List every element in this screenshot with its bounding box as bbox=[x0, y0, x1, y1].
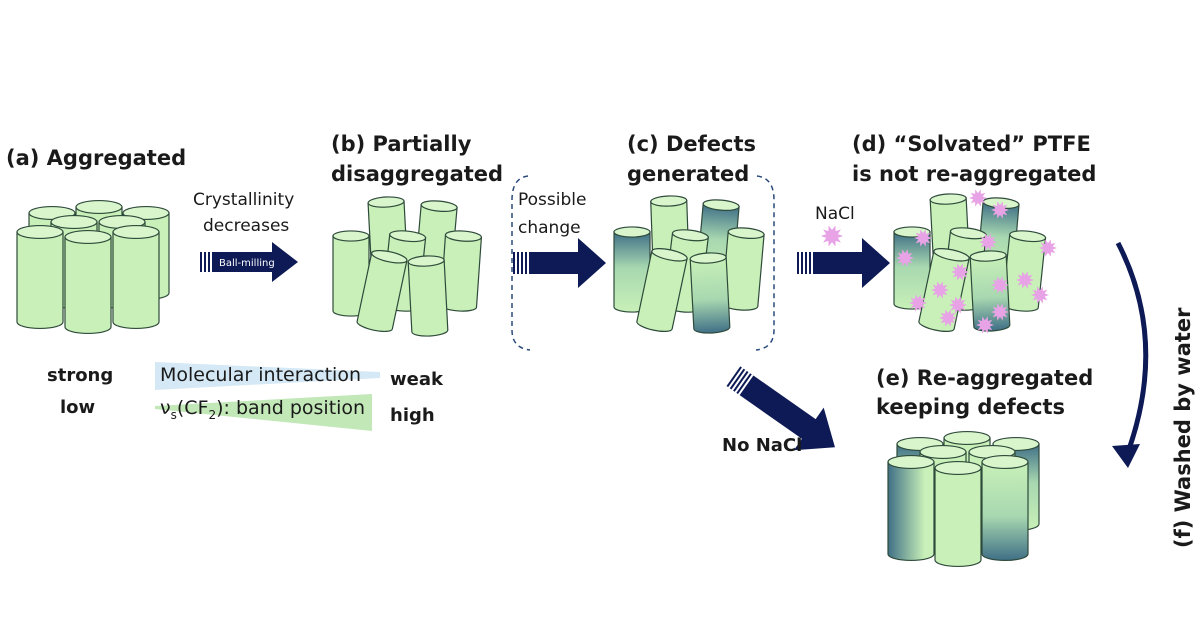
nacl-star-10 bbox=[1031, 286, 1049, 304]
panel-d-title-line2: is not re-aggregated bbox=[852, 162, 1096, 186]
legend-row2-right: high bbox=[390, 405, 435, 426]
nacl-star-15 bbox=[939, 309, 957, 327]
legend-row1-right: weak bbox=[390, 369, 444, 390]
cylinder-b-6 bbox=[407, 255, 449, 337]
cylinder-a-front-1 bbox=[64, 229, 112, 335]
panel-a-title: (a) Aggregated bbox=[6, 146, 186, 170]
cylinder-a-front-2 bbox=[112, 224, 160, 330]
nacl-star-0 bbox=[969, 189, 987, 207]
panel-b-title-line1: (b) Partially bbox=[331, 132, 472, 156]
arrow-bc-stripes bbox=[513, 252, 527, 274]
arrow-ce-stripes bbox=[726, 366, 752, 395]
arrow-ab-label-line1: Crystallinity bbox=[193, 190, 294, 210]
cylinder-a-front-0 bbox=[16, 224, 64, 330]
legend-row2-left: low bbox=[60, 397, 95, 418]
cylinder-c-5 bbox=[636, 247, 688, 332]
cylinder-e-front-0 bbox=[887, 454, 935, 562]
cylinder-e-front-2 bbox=[981, 454, 1029, 562]
panel-e-title-line2: keeping defects bbox=[876, 395, 1065, 419]
arrow-f-curve bbox=[1115, 241, 1149, 453]
panel-c-title-line2: generated bbox=[627, 162, 749, 186]
arrow-cd-stripes bbox=[797, 252, 811, 274]
arrow-bc-label-line2: change bbox=[518, 218, 581, 238]
arrow-f-head bbox=[1112, 444, 1140, 468]
dashed-bracket-right bbox=[755, 175, 775, 351]
cylinder-d-6 bbox=[969, 250, 1011, 332]
arrow-ce-label: No NaCl bbox=[722, 435, 802, 456]
arrow-bc-shape bbox=[529, 238, 606, 288]
arrow-ab-label-line2: decreases bbox=[203, 216, 289, 236]
panel-e-title-line1: (e) Re-aggregated bbox=[876, 366, 1093, 390]
nacl-star-9 bbox=[1016, 271, 1034, 289]
nacl-star-6 bbox=[951, 263, 969, 281]
nacl-star-13 bbox=[991, 303, 1009, 321]
nacl-star-8 bbox=[931, 281, 949, 299]
cylinder-layer bbox=[16, 193, 1047, 568]
nacl-star-legend bbox=[821, 225, 843, 247]
legend-row2-middle: νs(CF2): band position bbox=[160, 397, 365, 422]
panel-b-title-line2: disaggregated bbox=[331, 162, 503, 186]
arrow-no-nacl: No NaCl bbox=[722, 366, 835, 456]
cylinder-c-6 bbox=[689, 252, 731, 334]
cylinder-b-2 bbox=[332, 230, 370, 317]
arrow-possible-change: Possible change bbox=[513, 190, 606, 288]
arrow-cd-shape bbox=[813, 238, 890, 288]
panel-f-title: (f) Washed by water bbox=[1171, 307, 1195, 548]
legend-row1-left: strong bbox=[47, 365, 113, 386]
arrow-ab-stripes bbox=[200, 252, 210, 272]
arrow-ce-shape bbox=[739, 375, 835, 451]
dashed-bracket-left bbox=[511, 175, 531, 351]
nacl-star-7 bbox=[991, 276, 1009, 294]
arrow-ball-milling: Crystallinity decreases Ball-milling bbox=[193, 190, 298, 282]
arrow-cd-label: NaCl bbox=[815, 204, 855, 224]
arrow-nacl: NaCl bbox=[797, 204, 890, 288]
nacl-star-14 bbox=[976, 316, 994, 334]
nacl-star-4 bbox=[1039, 239, 1057, 257]
nacl-star-2 bbox=[914, 229, 932, 247]
legend-wedge-green bbox=[155, 394, 372, 431]
panel-c-title-line1: (c) Defects bbox=[627, 132, 756, 156]
legend-wedge-blue bbox=[155, 362, 380, 390]
arrow-ab-shape bbox=[212, 242, 298, 282]
legend: strong Molecular interaction weak low νs… bbox=[47, 362, 444, 431]
nacl-star-1 bbox=[991, 201, 1009, 219]
cylinder-b-5 bbox=[356, 249, 408, 333]
cylinder-b-4 bbox=[440, 230, 483, 312]
nacl-star-11 bbox=[909, 294, 927, 312]
panel-d-title-line1: (d) “Solvated” PTFE bbox=[852, 132, 1091, 156]
arrow-washed-by-water bbox=[1112, 241, 1149, 468]
arrow-ab-inner-label: Ball-milling bbox=[219, 258, 275, 269]
nacl-star-12 bbox=[949, 296, 967, 314]
nacl-star-5 bbox=[896, 249, 914, 267]
arrow-bc-label-line1: Possible bbox=[518, 190, 586, 210]
legend-row1-middle: Molecular interaction bbox=[160, 364, 361, 386]
cylinder-e-front-1 bbox=[934, 460, 982, 568]
nacl-star-3 bbox=[979, 233, 997, 251]
nacl-layer bbox=[821, 189, 1057, 334]
